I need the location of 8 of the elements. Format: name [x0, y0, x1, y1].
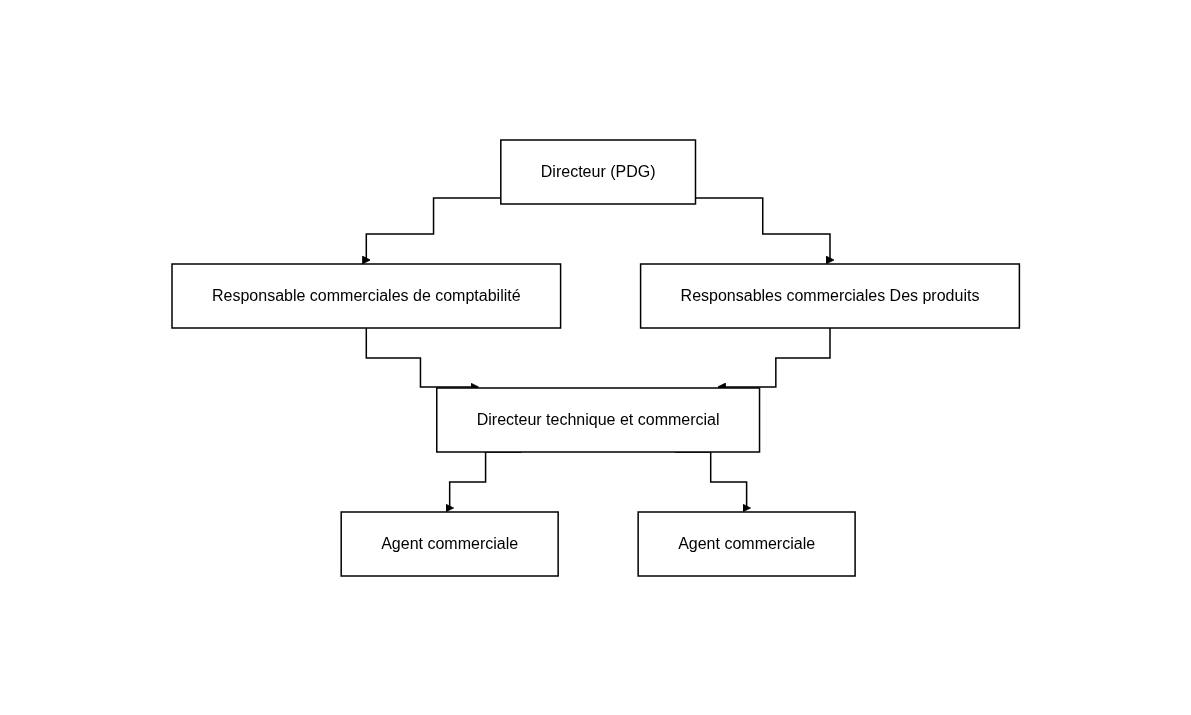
node-box: Directeur technique et commercial [435, 386, 761, 453]
node-box: Agent commerciale [340, 510, 559, 577]
node-box: Responsables commerciales Des produits [639, 262, 1020, 329]
arrow [717, 326, 831, 391]
arrow [365, 326, 479, 391]
node-box: Responsable commerciales de comptabilité [171, 262, 562, 329]
node-box: Agent commerciale [637, 510, 856, 577]
node-box: Directeur (PDG) [499, 138, 697, 205]
